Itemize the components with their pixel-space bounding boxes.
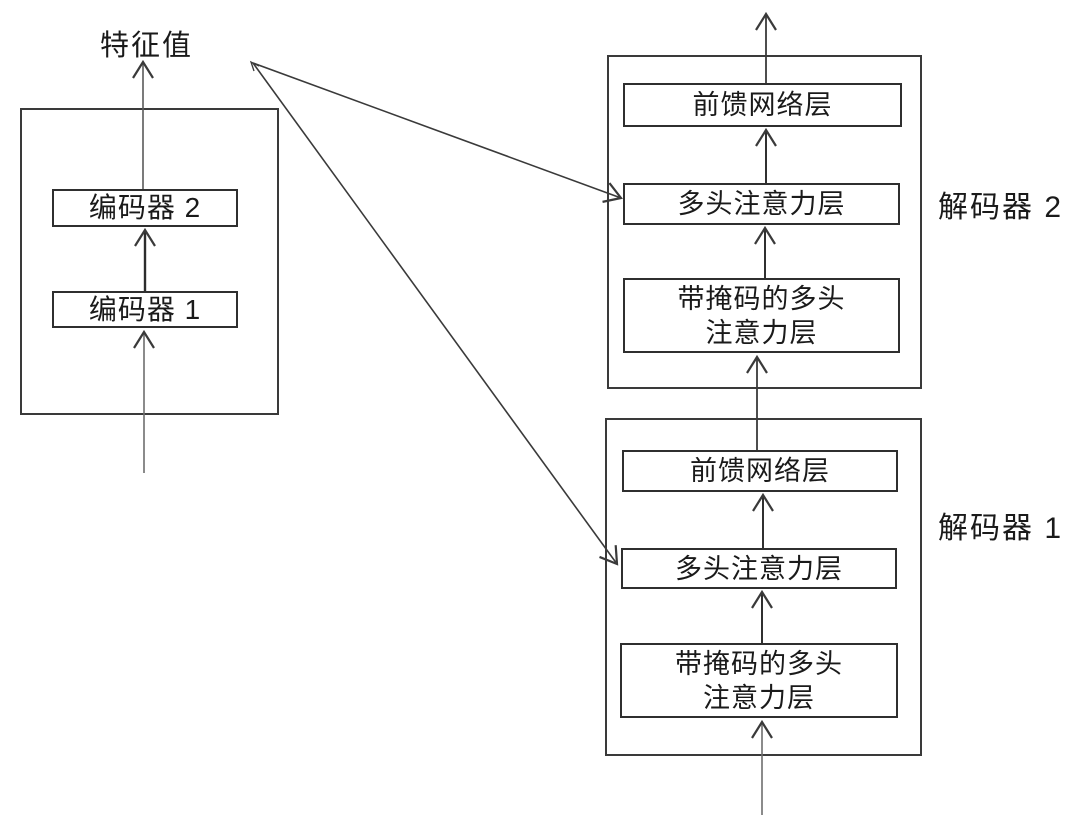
decoder-2-masked-mha-label-line1: 带掩码的多头 xyxy=(677,283,846,314)
decoder-2-mha-box: 多头注意力层 xyxy=(623,183,900,225)
encoder-2-box: 编码器 2 xyxy=(52,189,238,227)
encoder-1-label: 编码器 1 xyxy=(88,293,202,325)
encoder-to-decoder2-arrow xyxy=(252,62,623,203)
feature-value-label: 特征值 xyxy=(100,30,194,62)
decoder-1-box xyxy=(605,418,922,756)
decoder-1-mha-label: 多头注意力层 xyxy=(675,553,843,584)
encoder-to-decoder1-arrow xyxy=(252,62,619,566)
decoder-1-mha-box: 多头注意力层 xyxy=(621,548,897,589)
decoder-2-label: 解码器 2 xyxy=(938,191,1064,224)
encoder-1-box: 编码器 1 xyxy=(52,291,238,328)
encoder-2-label: 编码器 2 xyxy=(88,192,202,223)
decoder-1-label: 解码器 1 xyxy=(938,512,1064,545)
encoder-stack-box xyxy=(20,108,279,415)
decoder-2-masked-mha-label-line2: 注意力层 xyxy=(705,317,818,348)
fan-point-tick xyxy=(249,60,260,72)
decoder-1-masked-mha-label-line1: 带掩码的多头 xyxy=(675,648,843,679)
decoder-1-ffn-label: 前馈网络层 xyxy=(690,456,830,486)
decoder-2-masked-mha-box: 带掩码的多头 注意力层 xyxy=(623,278,900,353)
decoder-2-ffn-box: 前馈网络层 xyxy=(623,83,902,127)
decoder-1-masked-mha-box: 带掩码的多头 注意力层 xyxy=(620,643,898,718)
decoder-2-mha-label: 多头注意力层 xyxy=(677,189,846,219)
decoder-2-ffn-label: 前馈网络层 xyxy=(692,90,833,120)
decoder-1-masked-mha-label-line2: 注意力层 xyxy=(703,682,815,713)
decoder-1-ffn-box: 前馈网络层 xyxy=(622,450,898,492)
